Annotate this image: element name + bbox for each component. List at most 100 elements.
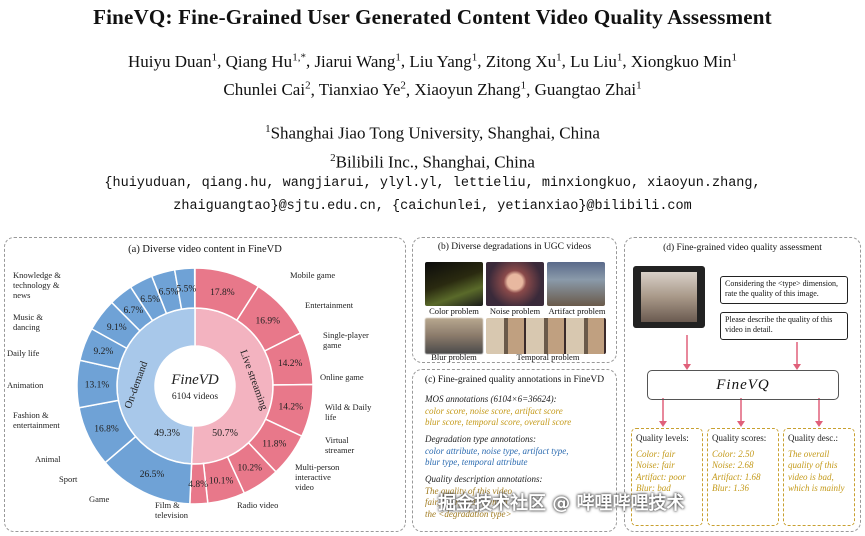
author-name: Jiarui Wang1	[314, 51, 401, 71]
affiliation-2: 2Bilibili Inc., Shanghai, China	[330, 151, 535, 172]
panel-a-title: (a) Diverse video content in FineVD	[128, 244, 282, 255]
on-demand-category-pct-label: 5.5%	[176, 284, 196, 294]
caption-blur: Blur problem	[431, 352, 477, 362]
author-name: Xiaoyun Zhang1	[414, 79, 527, 100]
author-list: Huiyu Duan1, Qiang Hu1,*, Jiarui Wang1, …	[0, 45, 865, 102]
live-category-name: Online game	[320, 372, 364, 382]
quality-level-item: Artifact: poor	[636, 471, 686, 482]
on-demand-category-name: Music &dancing	[13, 312, 43, 332]
thumb-noise-problem	[486, 262, 544, 306]
center-dataset-name: FineVD	[170, 372, 219, 388]
on-demand-category-pct-label: 16.8%	[94, 424, 119, 434]
on-demand-category-name: Sport	[59, 474, 78, 484]
on-demand-category-name: Fashion &entertainment	[13, 410, 60, 430]
caption-color: Color problem	[429, 306, 479, 316]
video-frame	[641, 272, 697, 322]
on-demand-category-pct-label: 6.5%	[159, 288, 179, 298]
author-name: Qiang Hu1,*	[225, 51, 306, 71]
live-category-pct-label: 4.8%	[188, 480, 208, 490]
author-name: Xiongkuo Min1	[630, 51, 737, 71]
panel-degradations: (b) Diverse degradations in UGC videos C…	[412, 237, 617, 363]
on-demand-category-pct-label: 9.1%	[107, 323, 127, 333]
on-demand-total: 49.3%	[154, 428, 180, 439]
quality-score-item: Noise: 2.68	[712, 460, 754, 470]
author-line-1: Huiyu Duan1, Qiang Hu1,*, Jiarui Wang1, …	[128, 51, 737, 71]
author-emails: {huiyuduan, qiang.hu, wangjiarui, ylyl.y…	[0, 172, 865, 218]
prompt-bubble-1: Considering the <type> dimension, rate t…	[720, 276, 848, 304]
affiliation-2-text: Bilibili Inc., Shanghai, China	[335, 152, 535, 172]
caption-temporal: Temporal problem	[516, 352, 580, 362]
sunburst-chart: 17.8%16.9%14.2%14.2%11.8%10.2%10.1%4.8%2…	[7, 267, 372, 520]
desc-line-2: fair, poor, bad>, which	[425, 497, 508, 507]
desc-line-1: The quality of this video	[425, 485, 512, 496]
author-name: Huiyu Duan1	[128, 51, 218, 71]
mos-annotations: MOS annotations (6104×6=36624): color sc…	[425, 394, 615, 429]
live-category-pct-label: 14.2%	[278, 359, 303, 369]
live-category-name: Entertainment	[305, 300, 354, 310]
author-name: Liu Yang1	[409, 51, 478, 71]
desc-box-text: The overall quality of this video is bad…	[788, 448, 845, 494]
on-demand-category-pct-label: 9.2%	[93, 347, 113, 357]
on-demand-category-name: Film &television	[155, 500, 189, 520]
email-line-1: {huiyuduan, qiang.hu, wangjiarui, ylyl.y…	[104, 176, 761, 191]
live-total: 50.7%	[212, 428, 238, 439]
mos-header: MOS annotations (6104×6=36624):	[425, 394, 557, 404]
deg-line-2: blur type, temporal attribute	[425, 457, 528, 467]
author-line-2: Chunlei Cai2, Tianxiao Ye2, Xiaoyun Zhan…	[223, 79, 642, 100]
quality-level-item: Color: fair	[636, 448, 676, 459]
panel-d-title: (d) Fine-grained video quality assessmen…	[663, 243, 822, 253]
panel-b-title: (b) Diverse degradations in UGC videos	[437, 242, 592, 252]
arrowhead-1	[683, 364, 691, 370]
quality-level-item: Noise: fair	[636, 460, 675, 470]
live-category-pct-label: 10.2%	[238, 463, 263, 473]
author-name: Zitong Xu1	[485, 51, 562, 71]
author-name: Chunlei Cai2	[223, 79, 311, 100]
author-name: Tianxiao Ye2	[318, 79, 406, 100]
live-category-name: Mobile game	[290, 270, 335, 280]
paper-title: FineVQ: Fine-Grained User Generated Cont…	[93, 5, 772, 29]
scores-header: Quality scores:	[712, 433, 767, 443]
on-demand-category-name: Animal	[35, 454, 61, 464]
thumb-temporal-problem	[486, 318, 606, 354]
flow-arrows	[659, 335, 823, 427]
description-annotations: Quality description annotations: The qua…	[425, 474, 615, 520]
affiliation-1-text: Shanghai Jiao Tong University, Shanghai,…	[270, 123, 600, 143]
on-demand-category-pct-label: 13.1%	[85, 380, 110, 390]
degradation-annotations: Degradation type annotations: color attr…	[425, 434, 615, 469]
center-count: 6104 videos	[172, 392, 218, 402]
caption-noise: Noise problem	[489, 306, 541, 316]
prompt-bubble-2: Please describe the quality of this vide…	[720, 312, 848, 340]
on-demand-category-name: Knowledge &technology &news	[13, 270, 61, 300]
arrowhead-2	[793, 364, 801, 370]
arrowhead-4	[737, 421, 745, 427]
on-demand-category-slice	[173, 267, 196, 311]
caption-artifact: Artifact problem	[548, 306, 606, 316]
video-filmstrip	[633, 266, 705, 328]
arrowhead-5	[815, 421, 823, 427]
mos-line-2: blur score, temporal score, overall scor…	[425, 417, 572, 427]
on-demand-category-name: Daily life	[7, 348, 40, 358]
on-demand-category-pct-label: 6.7%	[123, 306, 143, 316]
on-demand-category-name: Animation	[7, 380, 44, 390]
desc-box-header: Quality desc.:	[788, 433, 838, 443]
live-category-pct-label: 11.8%	[262, 440, 286, 450]
deg-line-1: color attribute, noise type, artifact ty…	[425, 445, 569, 456]
quality-score-item: Artifact: 1.68	[712, 471, 761, 482]
arrowhead-3	[659, 421, 667, 427]
quality-score-item: Color: 2.50	[712, 448, 755, 459]
on-demand-category-pct-label: 6.5%	[140, 295, 160, 305]
mos-line-1: color score, noise score, artifact score	[425, 405, 563, 416]
affiliation-1: 1Shanghai Jiao Tong University, Shanghai…	[265, 123, 600, 143]
on-demand-category-pct-label: 26.5%	[140, 470, 165, 480]
on-demand-category-name: Game	[89, 494, 110, 504]
quality-level-item: Blur: bad	[636, 483, 671, 493]
live-category-pct-label: 16.9%	[255, 316, 280, 326]
author-name: Guangtao Zhai1	[534, 79, 642, 100]
